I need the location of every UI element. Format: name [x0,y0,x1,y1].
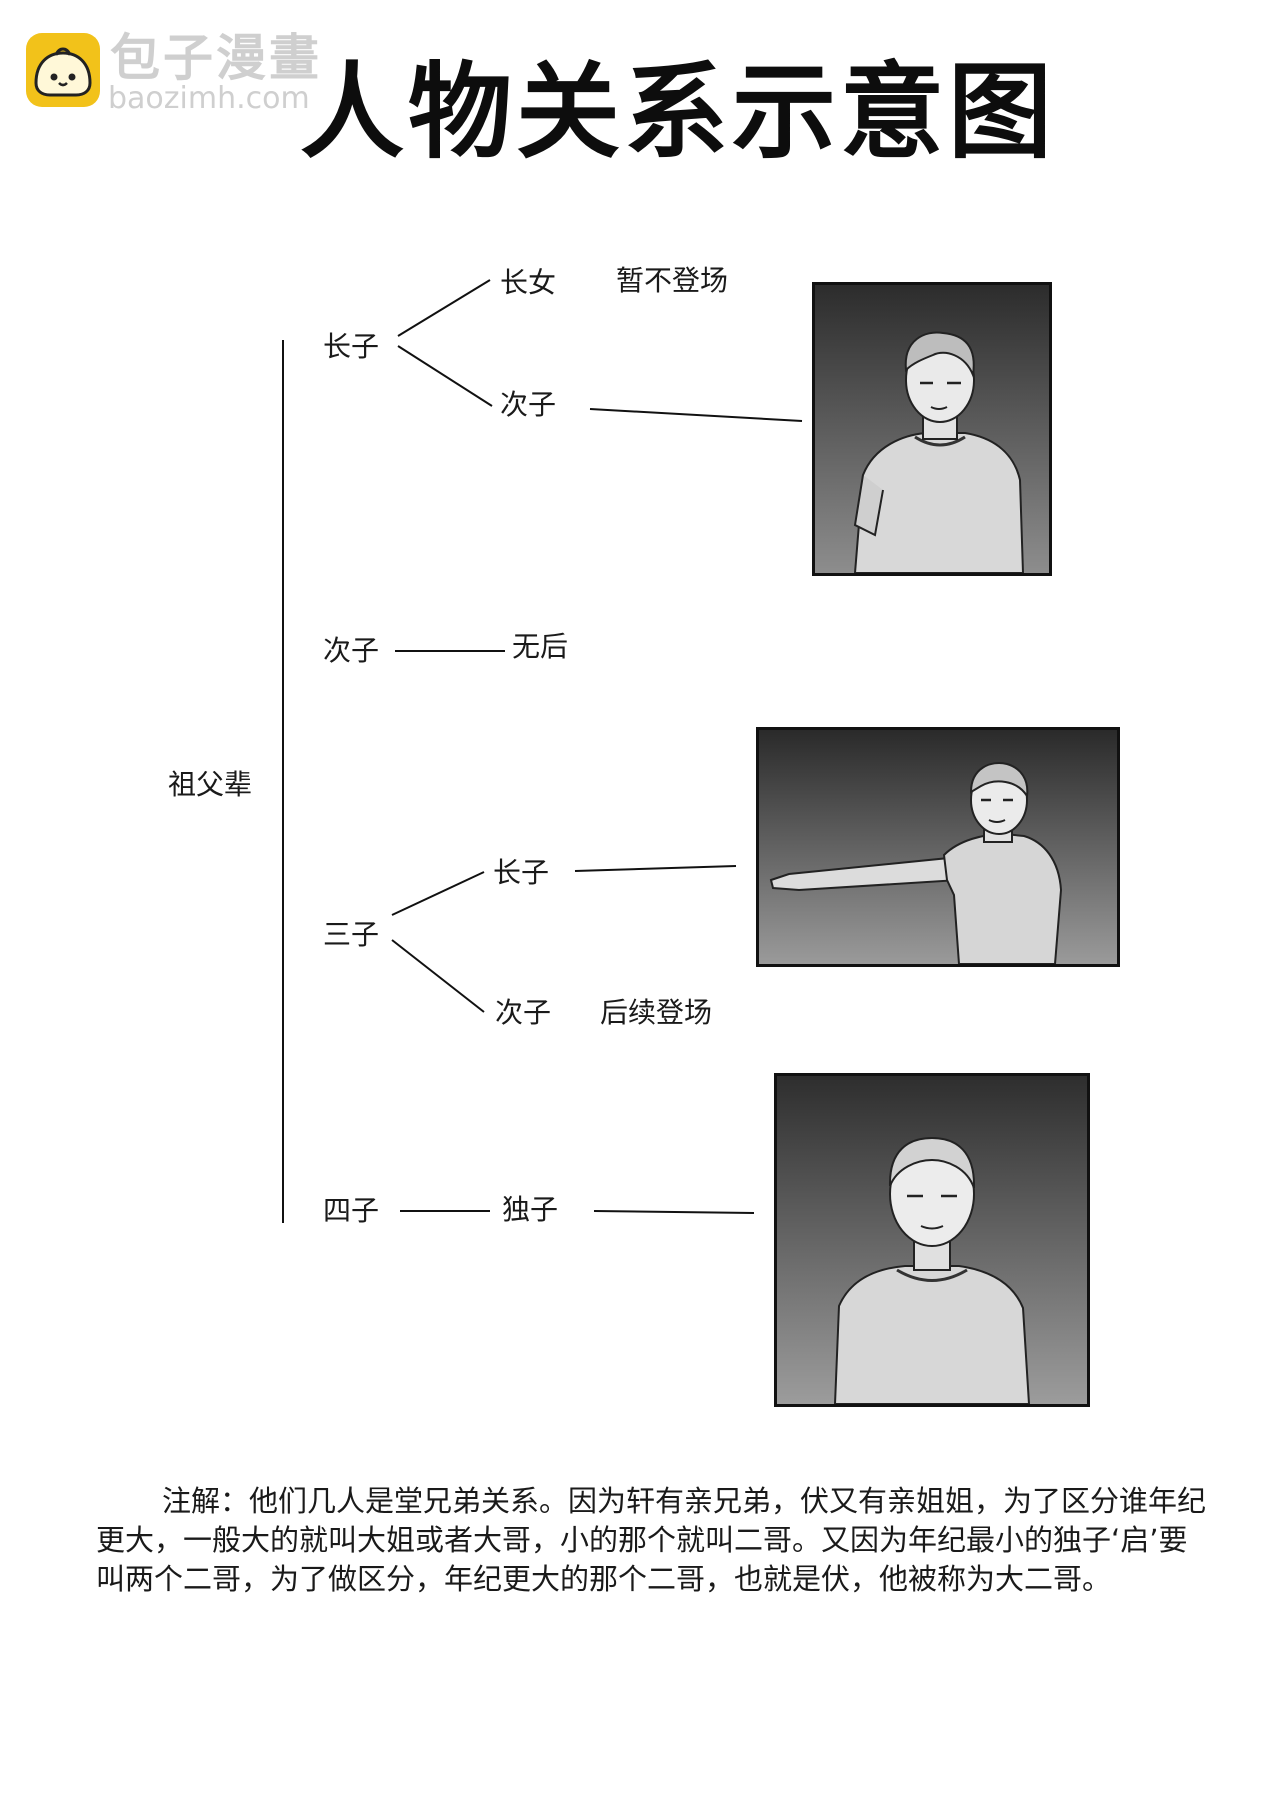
brand-name: 包子漫畫 [110,29,322,87]
third-son-label: 三子 [323,918,380,951]
third-son-elder-label: 长子 [493,856,550,889]
first-son-to-son-line [397,345,493,407]
only-son-to-portrait-line [593,1210,755,1214]
fourth-son-label: 四子 [323,1194,380,1227]
man-pointing-illustration [759,730,1117,964]
second-son-to-portrait-line [589,408,803,422]
first-son-son-label: 次子 [500,388,557,421]
portrait-panel-3 [774,1073,1090,1407]
daughter-status-label: 暂不登场 [616,264,729,297]
no-heir-label: 无后 [512,630,569,663]
bun-face-icon [34,47,92,97]
man-gray-tshirt-illustration [815,285,1049,573]
second-son-label: 次子 [323,634,380,667]
first-son-label: 长子 [323,330,380,363]
portrait-panel-1 [812,282,1052,576]
third-son-to-elder-line [391,871,485,916]
elder-to-portrait-line [574,865,737,872]
brand-logo [26,33,100,107]
only-son-label: 独子 [502,1193,559,1226]
third-son-younger-label: 次子 [495,996,552,1029]
younger-status-label: 后续登场 [600,996,713,1029]
portrait-panel-2 [756,727,1120,967]
brand-url: baozimh.com [108,81,310,116]
page-title: 人物关系示意图 [300,51,1057,173]
first-son-to-daughter-line [397,279,491,337]
young-man-shaved-head-illustration [777,1076,1087,1404]
third-son-to-younger-line [391,939,485,1013]
first-son-daughter-label: 长女 [500,266,557,299]
root-label: 祖父辈 [168,768,253,801]
annotation-note: 注解：他们几人是堂兄弟关系。因为轩有亲兄弟，伏又有亲姐姐，为了区分谁年纪更大，一… [96,1484,1207,1596]
